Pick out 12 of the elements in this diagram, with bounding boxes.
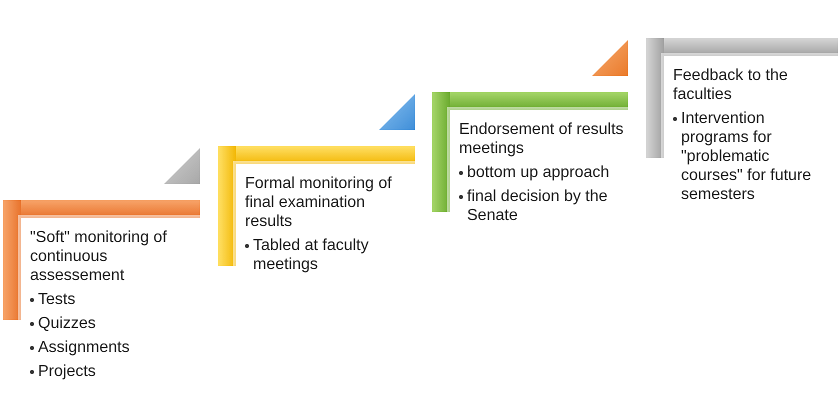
bullet-text: Tabled at faculty meetings [253,236,370,274]
bullet-text: final decision by the Senate [467,187,609,225]
bullet-text: Intervention programs for "problematic courses" for future semesters [681,109,812,204]
bullet-text: Quizzes [38,314,96,333]
bullet-text: Assignments [38,338,130,357]
bullet-text: Tests [38,290,76,309]
bullet-text: Projects [38,362,96,381]
step-heading: "Soft" monitoring of continuous assessement [30,228,168,285]
bullet-text: bottom up approach [467,163,610,182]
step-heading: Endorsement of results meetings [459,120,625,158]
step-heading: Feedback to the faculties [673,66,789,104]
step-heading: Formal monitoring of final examination results [245,174,393,231]
